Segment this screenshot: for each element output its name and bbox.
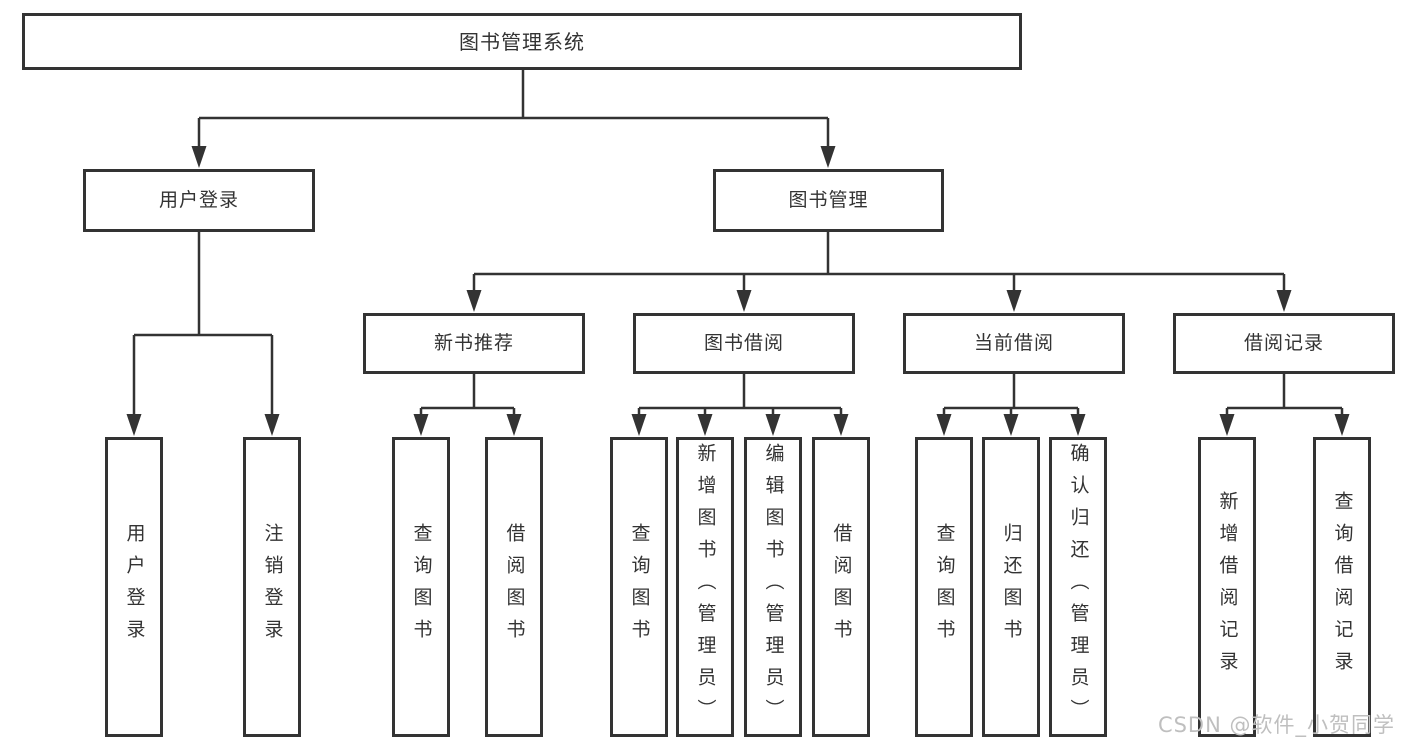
node-logout-action: 注销登录 [243, 437, 301, 737]
node-user-login-branch: 用户登录 [83, 169, 315, 232]
node-add-borrow-record: 新增借阅记录 [1198, 437, 1256, 737]
csdn-watermark: CSDN @软件_小贺同学 [1157, 713, 1395, 737]
node-borrowing-records: 借阅记录 [1173, 313, 1395, 374]
node-book-borrowing: 图书借阅 [633, 313, 855, 374]
node-new-book-recommendation: 新书推荐 [363, 313, 585, 374]
node-borrow-books-borrowing: 借阅图书 [812, 437, 870, 737]
node-add-books-admin: 新增图书（管理员） [676, 437, 734, 737]
node-query-books-current: 查询图书 [915, 437, 973, 737]
node-query-borrow-record: 查询借阅记录 [1313, 437, 1371, 737]
node-query-books-recommend: 查询图书 [392, 437, 450, 737]
node-query-books-borrowing: 查询图书 [610, 437, 668, 737]
node-current-borrowing: 当前借阅 [903, 313, 1125, 374]
node-edit-books-admin: 编辑图书（管理员） [744, 437, 802, 737]
node-user-login-action: 用户登录 [105, 437, 163, 737]
node-return-books: 归还图书 [982, 437, 1040, 737]
node-borrow-books-recommend: 借阅图书 [485, 437, 543, 737]
node-book-management-branch: 图书管理 [713, 169, 944, 232]
arrowheads [126, 146, 1350, 436]
node-library-management-system: 图书管理系统 [22, 13, 1022, 70]
node-confirm-return-admin: 确认归还（管理员） [1049, 437, 1107, 737]
